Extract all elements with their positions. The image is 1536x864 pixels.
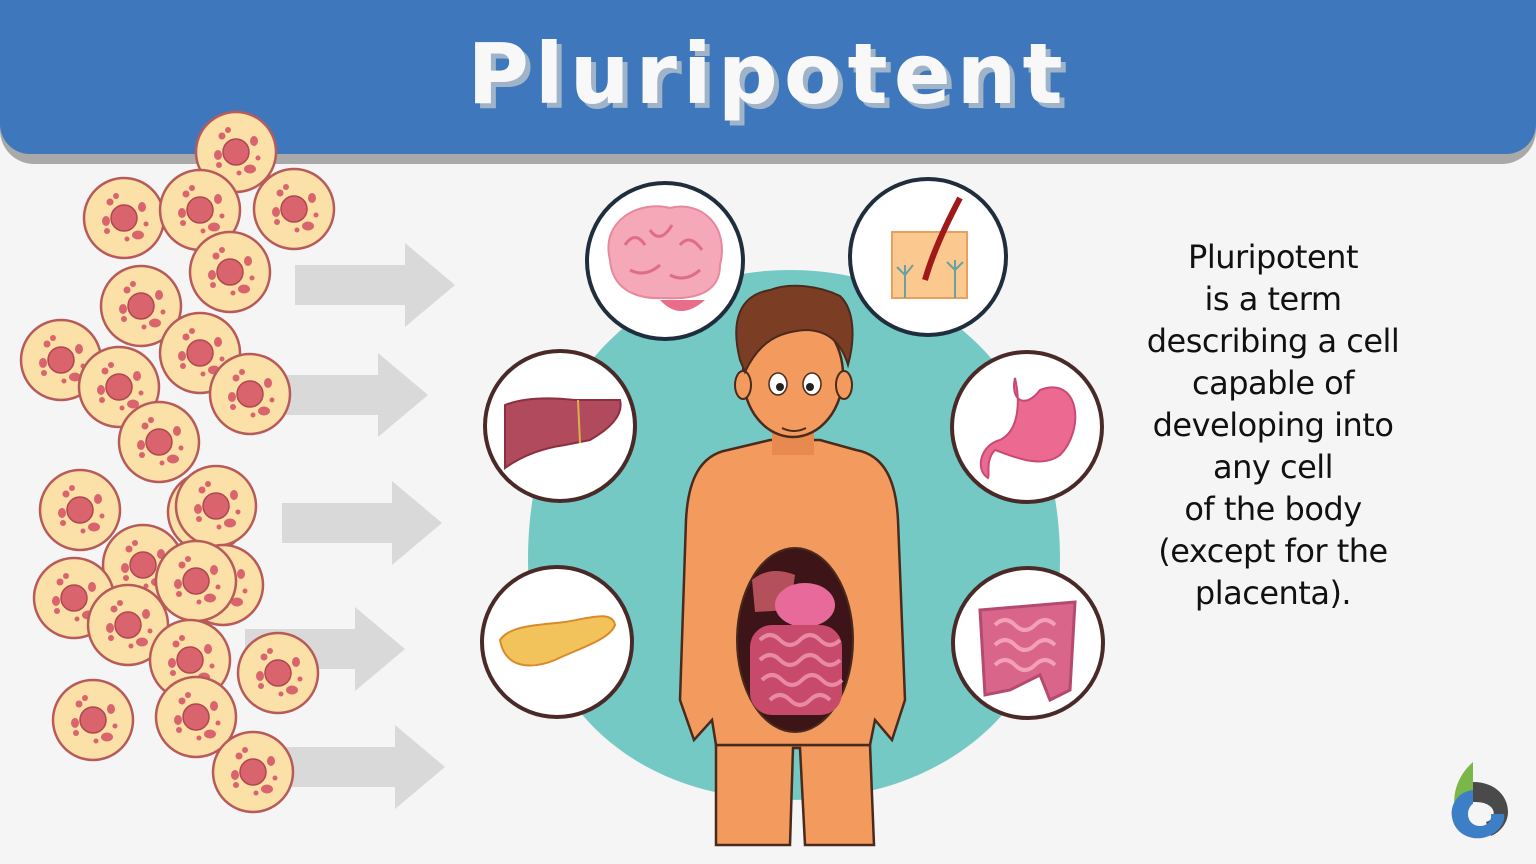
definition-line: placenta).	[1194, 574, 1352, 612]
definition-text: Pluripotent is a term describing a cell …	[1128, 236, 1418, 614]
definition-line: capable of	[1191, 364, 1355, 402]
definition-line: any cell	[1212, 448, 1334, 486]
organ-circle-stomach	[950, 350, 1104, 504]
organ-circle-liver	[483, 349, 637, 503]
definition-line: of the body	[1184, 490, 1362, 528]
definition-line: is a term	[1204, 280, 1342, 318]
human-figure	[678, 284, 907, 847]
definition-line: Pluripotent	[1188, 238, 1358, 276]
stem-cell-cluster	[19, 110, 336, 814]
organ-circle-brain	[585, 181, 745, 341]
definition-line: (except for the	[1158, 532, 1388, 570]
arrows	[245, 243, 455, 809]
organ-circle-intestines	[951, 566, 1105, 720]
definition-line: describing a cell	[1146, 322, 1400, 360]
page-title: Pluripotent	[467, 25, 1069, 123]
organ-circle-pancreas	[480, 565, 634, 719]
organ-circle-skin	[848, 177, 1008, 337]
biology-online-logo-icon	[1451, 762, 1508, 839]
definition-line: developing into	[1152, 406, 1394, 444]
